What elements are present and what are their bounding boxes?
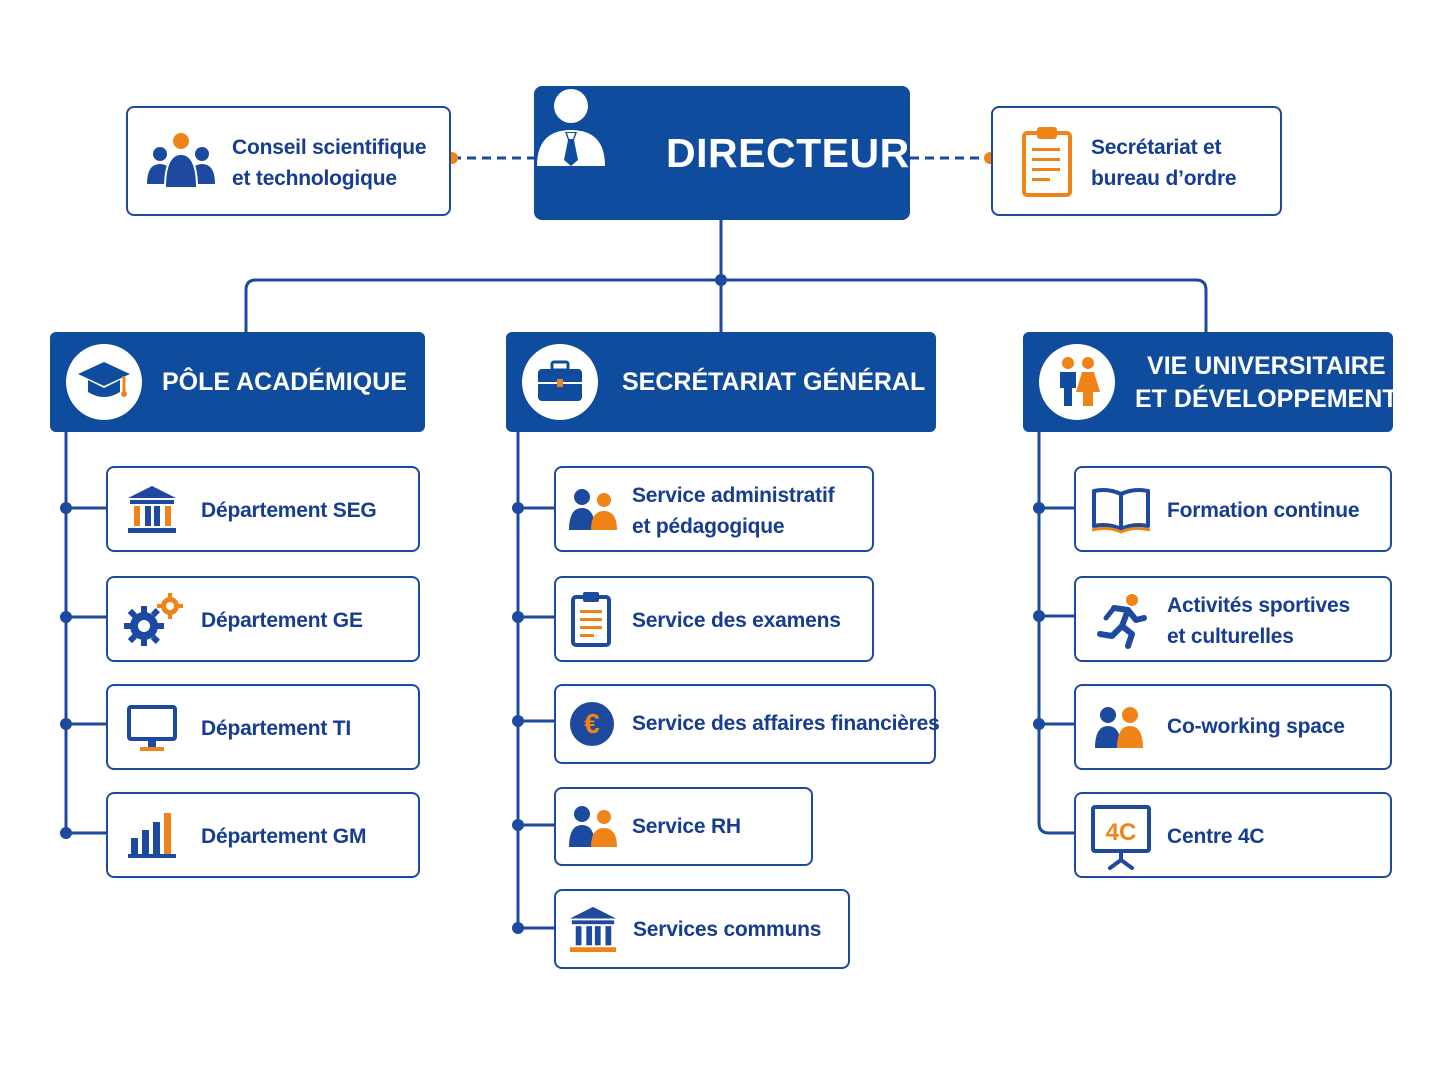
service-examens-label: Service des examens: [632, 609, 841, 632]
institution-icon: [128, 486, 176, 533]
services-communs-box: Services communs: [554, 889, 850, 969]
people-pair-icon: [1095, 707, 1143, 748]
departement-seg-box: Département SEG: [106, 466, 420, 552]
pole-academique-title: PÔLE ACADÉMIQUE: [162, 368, 407, 396]
service-rh-box: Service RH: [554, 787, 813, 866]
departement-ge-box: Département GE: [106, 576, 420, 662]
service-administratif-line1: Service administratif: [632, 484, 835, 507]
activites-sportives-line1: Activités sportives: [1167, 594, 1350, 617]
monitor-icon: [127, 705, 177, 751]
graduation-cap-icon: [78, 362, 130, 397]
activites-sportives-line2: et culturelles: [1167, 625, 1294, 648]
formation-continue-box: Formation continue: [1074, 466, 1392, 552]
gears-icon: [124, 593, 183, 646]
formation-continue-label: Formation continue: [1167, 499, 1360, 522]
conseil-line2: et technologique: [232, 167, 397, 190]
departement-ti-box: Département TI: [106, 684, 420, 770]
director-person-icon: [537, 89, 605, 166]
vie-title-line1: VIE UNIVERSITAIRE: [1147, 352, 1386, 380]
secretariat-bureau-line2: bureau d’ordre: [1091, 167, 1237, 190]
coworking-box: Co-working space: [1074, 684, 1392, 770]
clipboard-list-icon: [571, 592, 611, 647]
centre-4c-icon-text: 4C: [1106, 819, 1137, 846]
conseil-line1: Conseil scientifique: [232, 136, 427, 159]
briefcase-icon: [538, 360, 582, 401]
people-pair-icon: [569, 806, 617, 847]
pole-academique-header: PÔLE ACADÉMIQUE: [50, 332, 425, 432]
activites-sportives-box: Activités sportives et culturelles: [1074, 576, 1392, 662]
vie-title-line2: ET DÉVELOPPEMENT: [1135, 385, 1398, 413]
centre-4c-box: 4C Centre 4C: [1074, 792, 1392, 878]
presentation-board-icon: 4C: [1091, 805, 1151, 870]
secretariat-general-title: SECRÉTARIAT GÉNÉRAL: [622, 368, 926, 396]
secretariat-bureau-line1: Secrétariat et: [1091, 136, 1222, 159]
centre-4c-label: Centre 4C: [1167, 825, 1265, 848]
services-communs-label: Services communs: [633, 918, 822, 941]
bar-chart-icon: [128, 813, 176, 858]
clipboard-icon: [1022, 127, 1072, 197]
service-affaires-financieres-label: Service des affaires financières: [632, 712, 940, 735]
service-administratif-box: Service administratif et pédagogique: [554, 466, 874, 552]
departement-ti-label: Département TI: [201, 717, 352, 740]
departement-gm-label: Département GM: [201, 825, 367, 848]
secretariat-general-header: SECRÉTARIAT GÉNÉRAL: [506, 332, 936, 432]
service-examens-box: Service des examens: [554, 576, 874, 662]
people-pair-icon: [569, 489, 617, 530]
euro-icon: €: [570, 702, 614, 746]
conseil-box: Conseil scientifique et technologique: [126, 106, 451, 216]
departement-gm-box: Département GM: [106, 792, 420, 878]
open-book-icon: [1091, 488, 1151, 534]
svg-text:€: €: [584, 708, 600, 739]
departement-seg-label: Département SEG: [201, 499, 377, 522]
director-box: DIRECTEUR: [534, 86, 910, 220]
director-title: DIRECTEUR: [666, 130, 910, 176]
coworking-label: Co-working space: [1167, 715, 1345, 738]
people-group-icon: [147, 133, 215, 189]
departement-ge-label: Département GE: [201, 609, 363, 632]
runner-icon: [1097, 594, 1147, 649]
institution-icon: [569, 906, 617, 953]
vie-universitaire-header: VIE UNIVERSITAIRE ET DÉVELOPPEMENT: [1023, 332, 1398, 432]
couple-icon: [1060, 357, 1100, 406]
secretariat-bureau-box: Secrétariat et bureau d’ordre: [991, 106, 1282, 216]
service-administratif-line2: et pédagogique: [632, 515, 785, 538]
service-affaires-financieres-box: € Service des affaires financières: [554, 684, 940, 764]
service-rh-label: Service RH: [632, 815, 741, 838]
